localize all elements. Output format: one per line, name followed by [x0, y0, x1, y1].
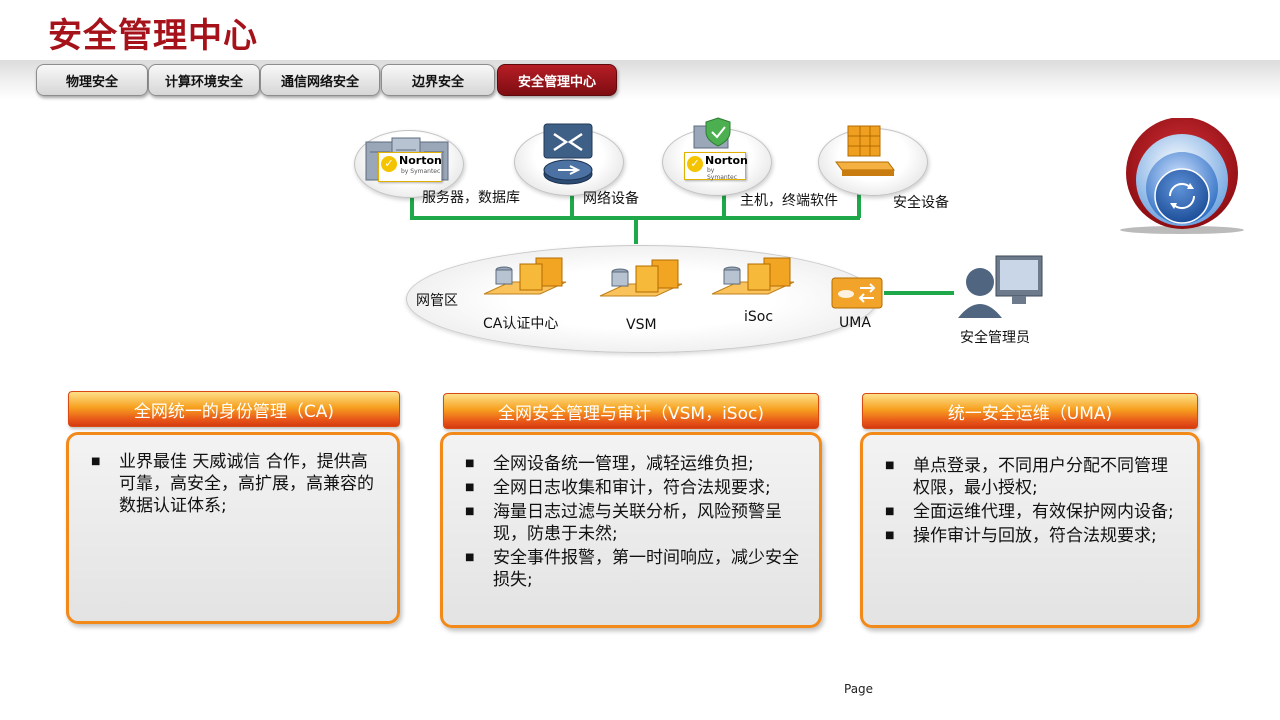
vsm-label: VSM	[626, 317, 657, 333]
norton-brand-sub: by Symantec	[707, 167, 738, 181]
list-item-text: 业界最佳 天威诚信 合作，提供高可靠，高安全，高扩展，高兼容的数据认证体系;	[119, 452, 374, 516]
list-item: ■海量日志过滤与关联分析，风险预警呈现，防患于未然;	[465, 502, 782, 544]
isoc-server-icon	[711, 257, 795, 295]
tab-boundary-security[interactable]: 边界安全	[381, 64, 495, 96]
list-item: ■单点登录，不同用户分配不同管理权限，最小授权;	[885, 456, 1168, 498]
link-security-devices	[857, 188, 861, 218]
host-terminal-label: 主机，终端软件	[740, 193, 838, 209]
ca-center-label: CA认证中心	[483, 316, 559, 332]
list-item: ■全网日志收集和审计，符合法规要求;	[465, 478, 771, 498]
link-network-devices	[570, 190, 574, 218]
security-admin-label: 安全管理员	[960, 330, 1030, 346]
link-hosts	[722, 188, 726, 218]
server-database-label: 服务器，数据库	[422, 190, 520, 206]
panel-vsm-box: ■全网设备统一管理，减轻运维负担; ■全网日志收集和审计，符合法规要求; ■海量…	[440, 432, 822, 628]
page-title: 安全管理中心	[48, 16, 258, 56]
management-zone-label: 网管区	[416, 293, 458, 309]
list-item-text: 海量日志过滤与关联分析，风险预警呈现，防患于未然;	[493, 502, 782, 544]
norton-badge: ✓ Norton by Symantec	[378, 152, 442, 182]
uma-appliance-icon	[831, 277, 883, 309]
link-admin	[884, 291, 954, 295]
vsm-server-icon	[599, 259, 683, 297]
panel-ca-box: ■业界最佳 天威诚信 合作，提供高可靠，高安全，高扩展，高兼容的数据认证体系;	[66, 432, 400, 624]
panel-uma-box: ■单点登录，不同用户分配不同管理权限，最小授权; ■全面运维代理，有效保护网内设…	[860, 432, 1200, 628]
firewall-appliance-icon	[835, 125, 895, 176]
panel-uma-header: 统一安全运维（UMA)	[862, 393, 1198, 429]
list-item-text: 全面运维代理，有效保护网内设备;	[913, 502, 1174, 522]
list-item-text: 单点登录，不同用户分配不同管理权限，最小授权;	[913, 456, 1168, 498]
list-item: ■操作审计与回放，符合法规要求;	[885, 526, 1157, 546]
shield-host-icon	[693, 117, 731, 149]
list-item: ■全网设备统一管理，减轻运维负担;	[465, 454, 754, 474]
panel-vsm-header: 全网安全管理与审计（VSM，iSoc)	[443, 393, 819, 429]
checkmark-icon: ✓	[687, 156, 703, 172]
link-servers	[410, 194, 414, 218]
tab-network-security[interactable]: 通信网络安全	[260, 64, 380, 96]
network-device-label: 网络设备	[583, 191, 639, 207]
norton-brand-text: Norton	[705, 154, 748, 167]
page-footer-label: Page	[844, 682, 874, 696]
link-management-zone	[634, 218, 638, 244]
list-item-text: 安全事件报警，第一时间响应，减少安全损失;	[493, 548, 799, 590]
isoc-label: iSoc	[744, 309, 774, 325]
norton-brand-sub: by Symantec	[401, 168, 441, 175]
tab-physical-security[interactable]: 物理安全	[36, 64, 148, 96]
uma-label: UMA	[839, 315, 871, 331]
management-zone-ellipse	[406, 245, 878, 353]
list-item-text: 全网设备统一管理，减轻运维负担;	[493, 454, 754, 474]
norton-brand-text: Norton	[399, 154, 442, 167]
norton-badge-host: ✓ Norton by Symantec	[684, 152, 748, 181]
concentric-logo-icon	[1120, 118, 1244, 234]
security-device-label: 安全设备	[893, 195, 949, 211]
list-item: ■业界最佳 天威诚信 合作，提供高可靠，高安全，高扩展，高兼容的数据认证体系;	[91, 452, 374, 516]
list-item: ■全面运维代理，有效保护网内设备;	[885, 502, 1174, 522]
checkmark-icon: ✓	[381, 156, 397, 172]
tab-computing-env-security[interactable]: 计算环境安全	[148, 64, 260, 96]
list-item-text: 操作审计与回放，符合法规要求;	[913, 526, 1157, 546]
tab-security-management-center[interactable]: 安全管理中心	[497, 64, 617, 96]
list-item-text: 全网日志收集和审计，符合法规要求;	[493, 478, 771, 498]
admin-user-icon	[958, 255, 1043, 318]
router-switch-icon	[543, 123, 593, 185]
list-item: ■安全事件报警，第一时间响应，减少安全损失;	[465, 548, 799, 590]
panel-ca-header: 全网统一的身份管理（CA)	[68, 391, 400, 427]
ca-server-icon	[483, 257, 567, 295]
